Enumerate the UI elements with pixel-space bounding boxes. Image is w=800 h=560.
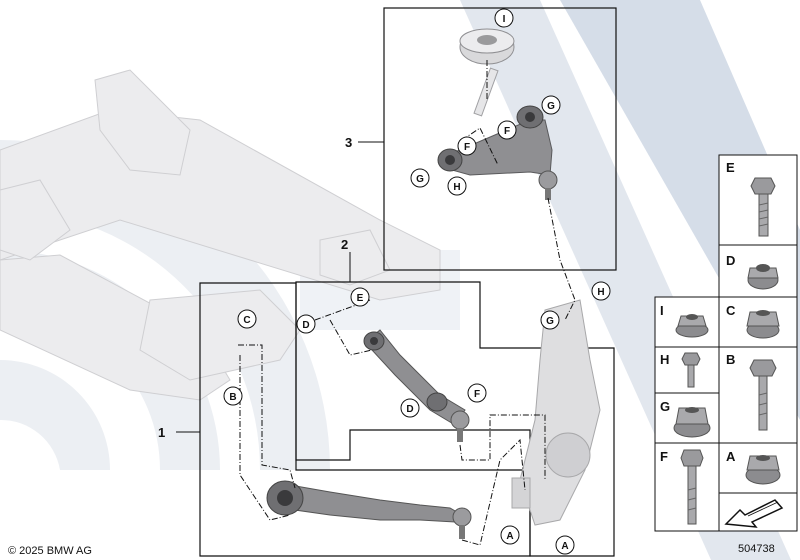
callout-C-left: C xyxy=(237,309,257,329)
group-1-frame xyxy=(199,282,531,557)
callout-H-right: H xyxy=(591,281,611,301)
svg-text:G: G xyxy=(660,399,670,414)
nut-G-icon xyxy=(673,407,711,438)
lower-control-arm xyxy=(266,480,472,539)
panel-cell-E xyxy=(718,154,798,246)
upper-control-arm xyxy=(437,28,558,200)
svg-text:H: H xyxy=(660,352,669,367)
callout-D-mid: D xyxy=(296,314,316,334)
svg-text:C: C xyxy=(243,315,250,326)
bolt-B-icon xyxy=(749,359,777,431)
svg-text:F: F xyxy=(504,126,510,137)
svg-text:D: D xyxy=(302,320,309,331)
callout-G-upper: G xyxy=(541,95,561,115)
middle-control-arm xyxy=(363,329,470,442)
wheel-carrier xyxy=(511,299,601,526)
callout-G-upper-2: G xyxy=(410,168,430,188)
svg-text:I: I xyxy=(503,14,506,25)
group-2-frame xyxy=(295,281,615,557)
svg-text:G: G xyxy=(416,174,424,185)
svg-text:C: C xyxy=(726,303,736,318)
part-number-leaders xyxy=(176,141,384,433)
bolt-E-icon xyxy=(750,177,776,237)
bolt-H-icon xyxy=(681,352,701,388)
callout-I-top: I xyxy=(494,8,514,28)
svg-text:G: G xyxy=(546,316,554,327)
bolt-F-icon xyxy=(680,449,704,525)
svg-text:B: B xyxy=(229,392,236,403)
subframe-ghost xyxy=(0,69,441,401)
callout-H-upper: H xyxy=(447,176,467,196)
nut-I-icon xyxy=(675,314,709,338)
svg-text:B: B xyxy=(726,352,735,367)
nut-D-icon xyxy=(747,264,779,290)
svg-text:E: E xyxy=(357,293,364,304)
part-number-3: 3 xyxy=(345,135,352,150)
svg-text:I: I xyxy=(660,303,664,318)
svg-text:A: A xyxy=(506,531,513,542)
svg-text:E: E xyxy=(726,160,735,175)
diagram-id-text: 504738 xyxy=(738,543,775,555)
callout-E-mid: E xyxy=(350,287,370,307)
svg-text:A: A xyxy=(561,541,568,552)
svg-text:F: F xyxy=(464,142,470,153)
copyright-text: © 2025 BMW AG xyxy=(8,545,92,557)
svg-text:A: A xyxy=(726,449,736,464)
arrow-down-left-icon xyxy=(724,499,784,528)
parts-panel: E D I C xyxy=(654,154,798,532)
svg-text:G: G xyxy=(547,101,555,112)
group-3-frame xyxy=(383,7,617,271)
callout-A-bottom-2: A xyxy=(555,535,575,555)
callout-F-upper-1: F xyxy=(497,120,517,140)
part-number-2: 2 xyxy=(341,237,348,252)
callout-A-bottom-1: A xyxy=(500,525,520,545)
svg-text:H: H xyxy=(453,182,460,193)
svg-text:H: H xyxy=(597,287,604,298)
svg-text:D: D xyxy=(406,404,413,415)
callout-F-upper-2: F xyxy=(457,136,477,156)
part-number-1: 1 xyxy=(158,425,165,440)
svg-text:F: F xyxy=(660,449,668,464)
callout-B-left: B xyxy=(223,386,243,406)
svg-text:F: F xyxy=(474,389,480,400)
nut-A-icon xyxy=(745,455,781,485)
svg-text:D: D xyxy=(726,253,735,268)
nut-C-icon xyxy=(746,310,780,339)
callout-D-mid-2: D xyxy=(400,398,420,418)
callout-G-right: G xyxy=(540,310,560,330)
callout-F-mid: F xyxy=(467,383,487,403)
